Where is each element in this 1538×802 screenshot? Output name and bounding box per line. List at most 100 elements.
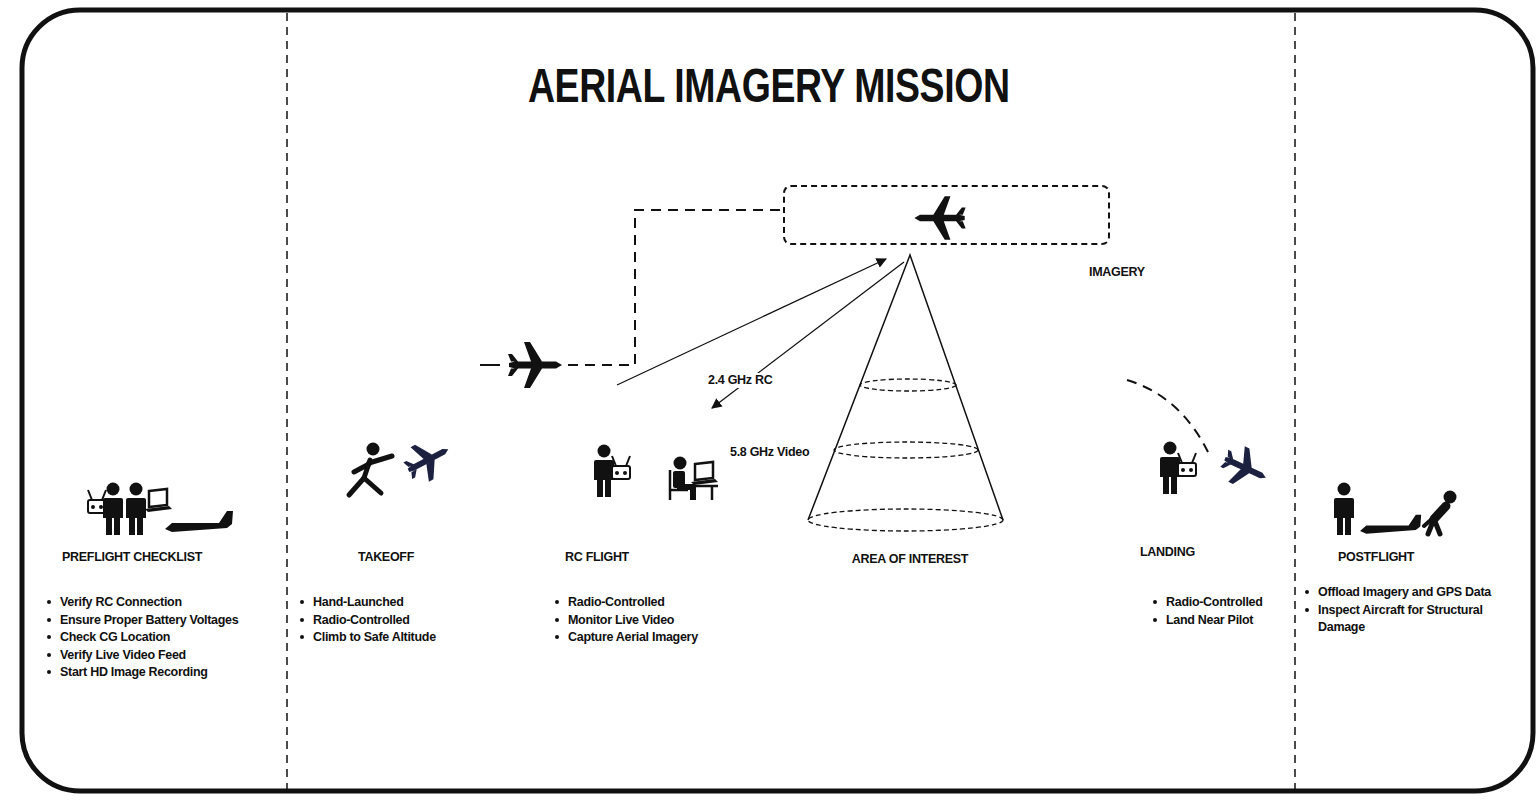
bullet-dot bbox=[300, 618, 304, 622]
footprint-ring bbox=[860, 379, 956, 391]
step-text: Hand-Launched bbox=[313, 594, 404, 612]
rc-link-label: 2.4 GHz RC bbox=[705, 373, 775, 388]
person-icon bbox=[1334, 483, 1354, 536]
bullet-dot bbox=[1153, 618, 1157, 622]
bullet-dot bbox=[47, 618, 51, 622]
step-item: Hand-Launched bbox=[298, 594, 483, 612]
phase-heading-wrap: POSTFLIGHT bbox=[1338, 550, 1414, 565]
table bbox=[692, 485, 718, 488]
step-item: Check CG Location bbox=[45, 629, 280, 647]
bullet-dot bbox=[300, 635, 304, 639]
plane-side-icon bbox=[165, 511, 233, 532]
laptop-icon bbox=[145, 489, 172, 512]
step-list: Hand-LaunchedRadio-ControlledClimb to Sa… bbox=[298, 594, 483, 647]
link-label-wrap: 5.8 GHz Video bbox=[727, 445, 812, 460]
node-text-wrap: AREA OF INTEREST bbox=[805, 552, 1015, 567]
person-arm bbox=[1424, 509, 1443, 526]
flight-path-line bbox=[568, 210, 783, 365]
person-icon bbox=[103, 483, 123, 536]
phase-heading: RC FLIGHT bbox=[565, 550, 629, 565]
table bbox=[711, 486, 714, 500]
plane-side-icon bbox=[1360, 515, 1421, 534]
step-text: Climb to Safe Altitude bbox=[313, 629, 436, 647]
bent-person bbox=[1424, 506, 1446, 534]
bullet-dot bbox=[47, 670, 51, 674]
step-list: Offload Imagery and GPS DataInspect Airc… bbox=[1303, 584, 1518, 637]
bullet-dot bbox=[555, 618, 559, 622]
step-item: Climb to Safe Altitude bbox=[298, 629, 483, 647]
cone-outline bbox=[805, 250, 1015, 535]
step-list: Verify RC ConnectionEnsure Proper Batter… bbox=[45, 594, 280, 682]
step-item: Land Near Pilot bbox=[1151, 612, 1291, 630]
person-leg bbox=[364, 478, 381, 493]
cone-side bbox=[808, 255, 1003, 520]
step-text: Offload Imagery and GPS Data bbox=[1318, 584, 1491, 602]
flight-path-line bbox=[480, 364, 500, 366]
takeoff-icons bbox=[349, 432, 457, 495]
laptop-icon bbox=[691, 462, 718, 485]
phase-heading: TAKEOFF bbox=[358, 550, 414, 565]
transmitter-icon bbox=[1178, 453, 1196, 476]
step-list: Radio-ControlledMonitor Live VideoCaptur… bbox=[553, 594, 743, 647]
diagram-title: AERIAL IMAGERY MISSION bbox=[528, 60, 1010, 112]
step-text: Verify RC Connection bbox=[60, 594, 182, 612]
step-text: Start HD Image Recording bbox=[60, 664, 208, 682]
step-item: Inspect Aircraft for Structural Damage bbox=[1303, 602, 1518, 637]
bullet-dot bbox=[1305, 590, 1309, 594]
bullet-dot bbox=[1153, 600, 1157, 604]
transmitter-icon bbox=[612, 456, 630, 479]
step-item: Offload Imagery and GPS Data bbox=[1303, 584, 1518, 602]
step-item: Radio-Controlled bbox=[553, 594, 743, 612]
chair bbox=[670, 489, 688, 492]
step-item: Radio-Controlled bbox=[1151, 594, 1291, 612]
step-text: Land Near Pilot bbox=[1166, 612, 1253, 630]
step-text: Monitor Live Video bbox=[568, 612, 674, 630]
node-label: IMAGERY bbox=[1089, 265, 1145, 280]
imagery-zone: IMAGERY bbox=[783, 185, 1110, 245]
title-wrap: AERIAL IMAGERY MISSION bbox=[0, 60, 1538, 112]
phase-heading: PREFLIGHT CHECKLIST bbox=[62, 550, 202, 565]
step-text: Check CG Location bbox=[60, 629, 170, 647]
footprint-ring bbox=[808, 509, 1003, 531]
phase-heading: POSTFLIGHT bbox=[1338, 550, 1414, 565]
person-head bbox=[674, 457, 687, 470]
rc-flight-icons bbox=[594, 445, 718, 501]
step-item: Verify RC Connection bbox=[45, 594, 280, 612]
step-item: Capture Aerial Imagery bbox=[553, 629, 743, 647]
person-arm bbox=[369, 456, 392, 463]
area-of-interest-cone: AREA OF INTEREST bbox=[805, 250, 1019, 571]
step-text: Inspect Aircraft for Structural Damage bbox=[1318, 602, 1518, 637]
phase-heading-wrap: RC FLIGHT bbox=[565, 550, 629, 565]
video-link-label: 5.8 GHz Video bbox=[727, 445, 812, 460]
plane-icon bbox=[914, 196, 965, 240]
phase-heading-wrap: TAKEOFF bbox=[358, 550, 414, 565]
chair bbox=[669, 470, 672, 500]
outer-border bbox=[22, 10, 1533, 791]
postflight-icons bbox=[1334, 483, 1457, 536]
person-leg bbox=[349, 478, 364, 495]
bullet-dot bbox=[47, 653, 51, 657]
landing-icons bbox=[1127, 380, 1274, 495]
phase-divider bbox=[286, 13, 288, 790]
person-arm bbox=[354, 464, 369, 472]
step-item: Monitor Live Video bbox=[553, 612, 743, 630]
link-label-wrap: 2.4 GHz RC bbox=[705, 373, 775, 388]
phase-heading: LANDING bbox=[1140, 545, 1195, 560]
rc-link-line bbox=[617, 259, 886, 385]
step-item: Start HD Image Recording bbox=[45, 664, 280, 682]
step-item: Radio-Controlled bbox=[298, 612, 483, 630]
phase-divider bbox=[1294, 13, 1296, 790]
step-text: Ensure Proper Battery Voltages bbox=[60, 612, 238, 630]
person-leg bbox=[690, 486, 696, 500]
step-text: Radio-Controlled bbox=[313, 612, 410, 630]
plane-icon bbox=[399, 432, 458, 488]
step-item: Ensure Proper Battery Voltages bbox=[45, 612, 280, 630]
node-label: AREA OF INTEREST bbox=[805, 552, 1015, 567]
person-head bbox=[367, 443, 380, 456]
plane-icon bbox=[508, 342, 562, 388]
bullet-dot bbox=[47, 635, 51, 639]
